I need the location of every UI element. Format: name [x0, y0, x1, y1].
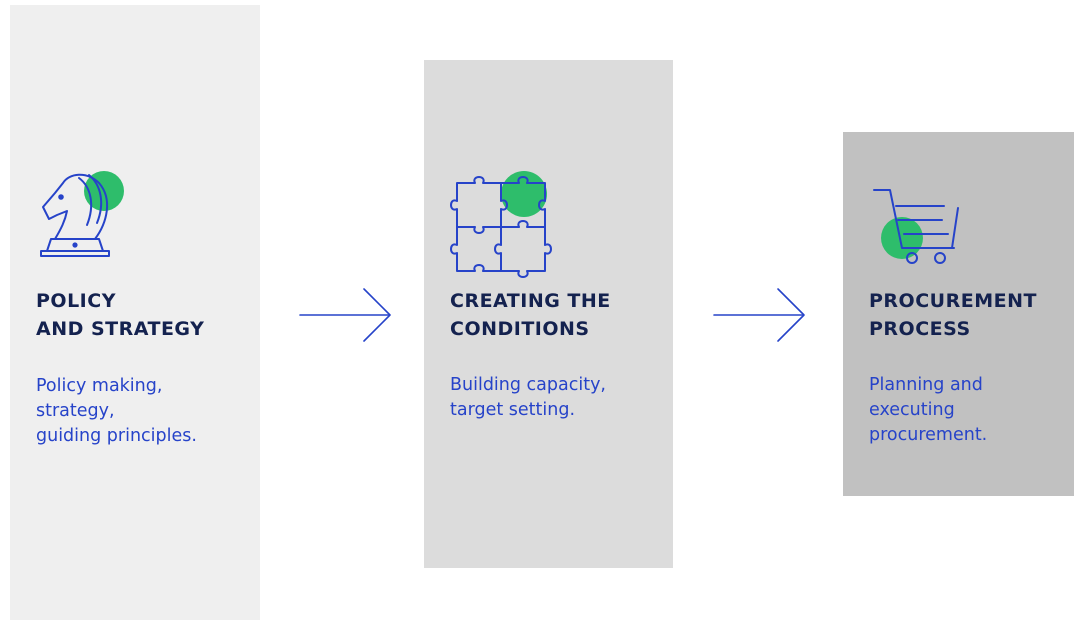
step-panel-creating-the-conditions: CREATING THE CONDITIONS Building capacit…	[424, 60, 673, 568]
step-panel-procurement-process: PROCUREMENT PROCESS Planning and executi…	[843, 132, 1074, 496]
step-title: CREATING THE CONDITIONS	[450, 290, 611, 340]
puzzle-icon	[449, 167, 552, 278]
chess-knight-icon	[35, 163, 125, 263]
step-description: Planning and executing procurement.	[869, 375, 988, 445]
step-title: POLICY AND STRATEGY	[36, 290, 205, 340]
step-panel-policy-and-strategy: POLICY AND STRATEGY Policy making, strat…	[10, 5, 260, 620]
step-description: Building capacity, target setting.	[450, 375, 606, 420]
shopping-cart-icon	[868, 180, 959, 280]
step-title: PROCUREMENT PROCESS	[869, 290, 1037, 340]
step-description: Policy making, strategy, guiding princip…	[36, 376, 197, 446]
arrow-right-icon	[298, 287, 392, 343]
arrow-right-icon	[712, 287, 806, 343]
